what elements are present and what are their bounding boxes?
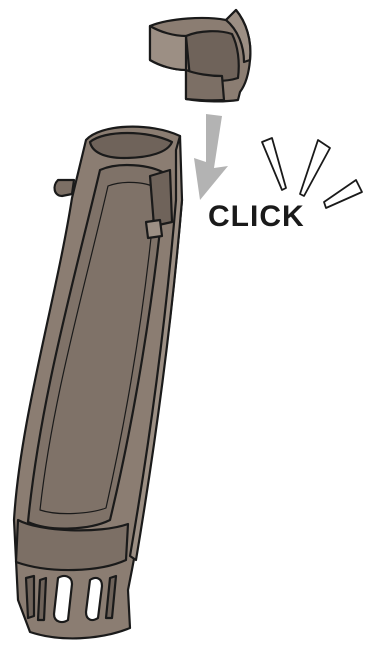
clip-piece-icon xyxy=(150,10,250,101)
click-sound-marks-icon xyxy=(262,138,362,208)
handle-tube-icon xyxy=(14,127,182,639)
downward-arrow-icon xyxy=(194,114,228,200)
click-label: CLICK xyxy=(208,200,305,233)
